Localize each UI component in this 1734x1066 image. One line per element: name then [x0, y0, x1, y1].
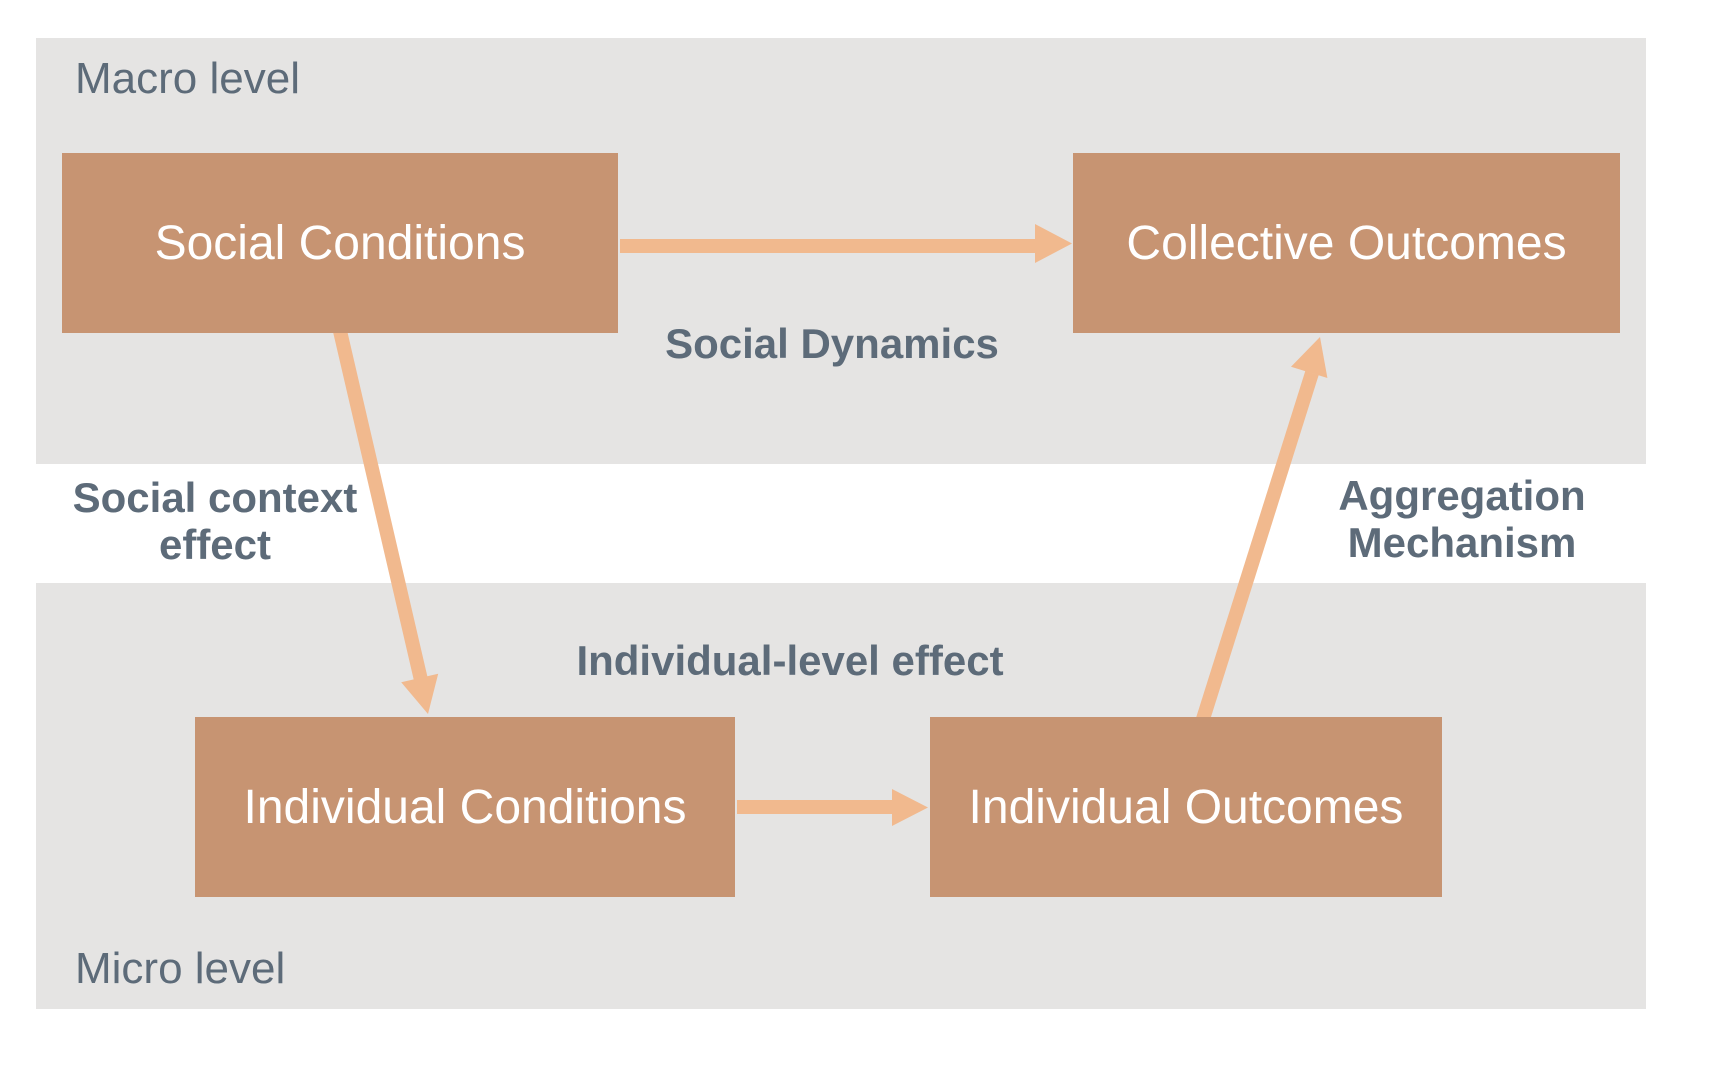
macro-level-label: Macro level — [75, 54, 300, 103]
individual-outcomes-label: Individual Outcomes — [968, 780, 1404, 834]
individual-level-edge-label: Individual-level effect — [576, 637, 1004, 684]
arrow-head — [1035, 224, 1072, 263]
social-context-edge-label: Social context effect — [72, 474, 358, 568]
collective-outcomes-node: Collective Outcomes — [1073, 153, 1620, 333]
individual-outcomes-node: Individual Outcomes — [930, 717, 1442, 897]
arrow-head — [892, 789, 928, 826]
social-dynamics-edge-label: Social Dynamics — [665, 320, 999, 367]
aggregation-edge-label: Aggregation Mechanism — [1338, 472, 1586, 566]
arrow-shaft — [737, 800, 894, 814]
arrow-shaft — [1196, 370, 1319, 722]
arrow-head — [1291, 337, 1328, 378]
arrow-head — [401, 673, 439, 714]
arrow-shaft — [620, 239, 1037, 253]
collective-outcomes-label: Collective Outcomes — [1126, 216, 1567, 270]
arrow-shaft — [333, 329, 428, 682]
aggregation-arrow — [1196, 337, 1328, 722]
social-context-arrow — [333, 329, 439, 714]
social-dynamics-arrow — [620, 224, 1072, 263]
individual-conditions-node: Individual Conditions — [195, 717, 735, 897]
individual-conditions-label: Individual Conditions — [243, 780, 687, 834]
micro-level-label: Micro level — [75, 944, 286, 993]
social-conditions-node: Social Conditions — [62, 153, 618, 333]
social-conditions-label: Social Conditions — [154, 216, 526, 270]
individual-level-arrow — [737, 789, 928, 826]
